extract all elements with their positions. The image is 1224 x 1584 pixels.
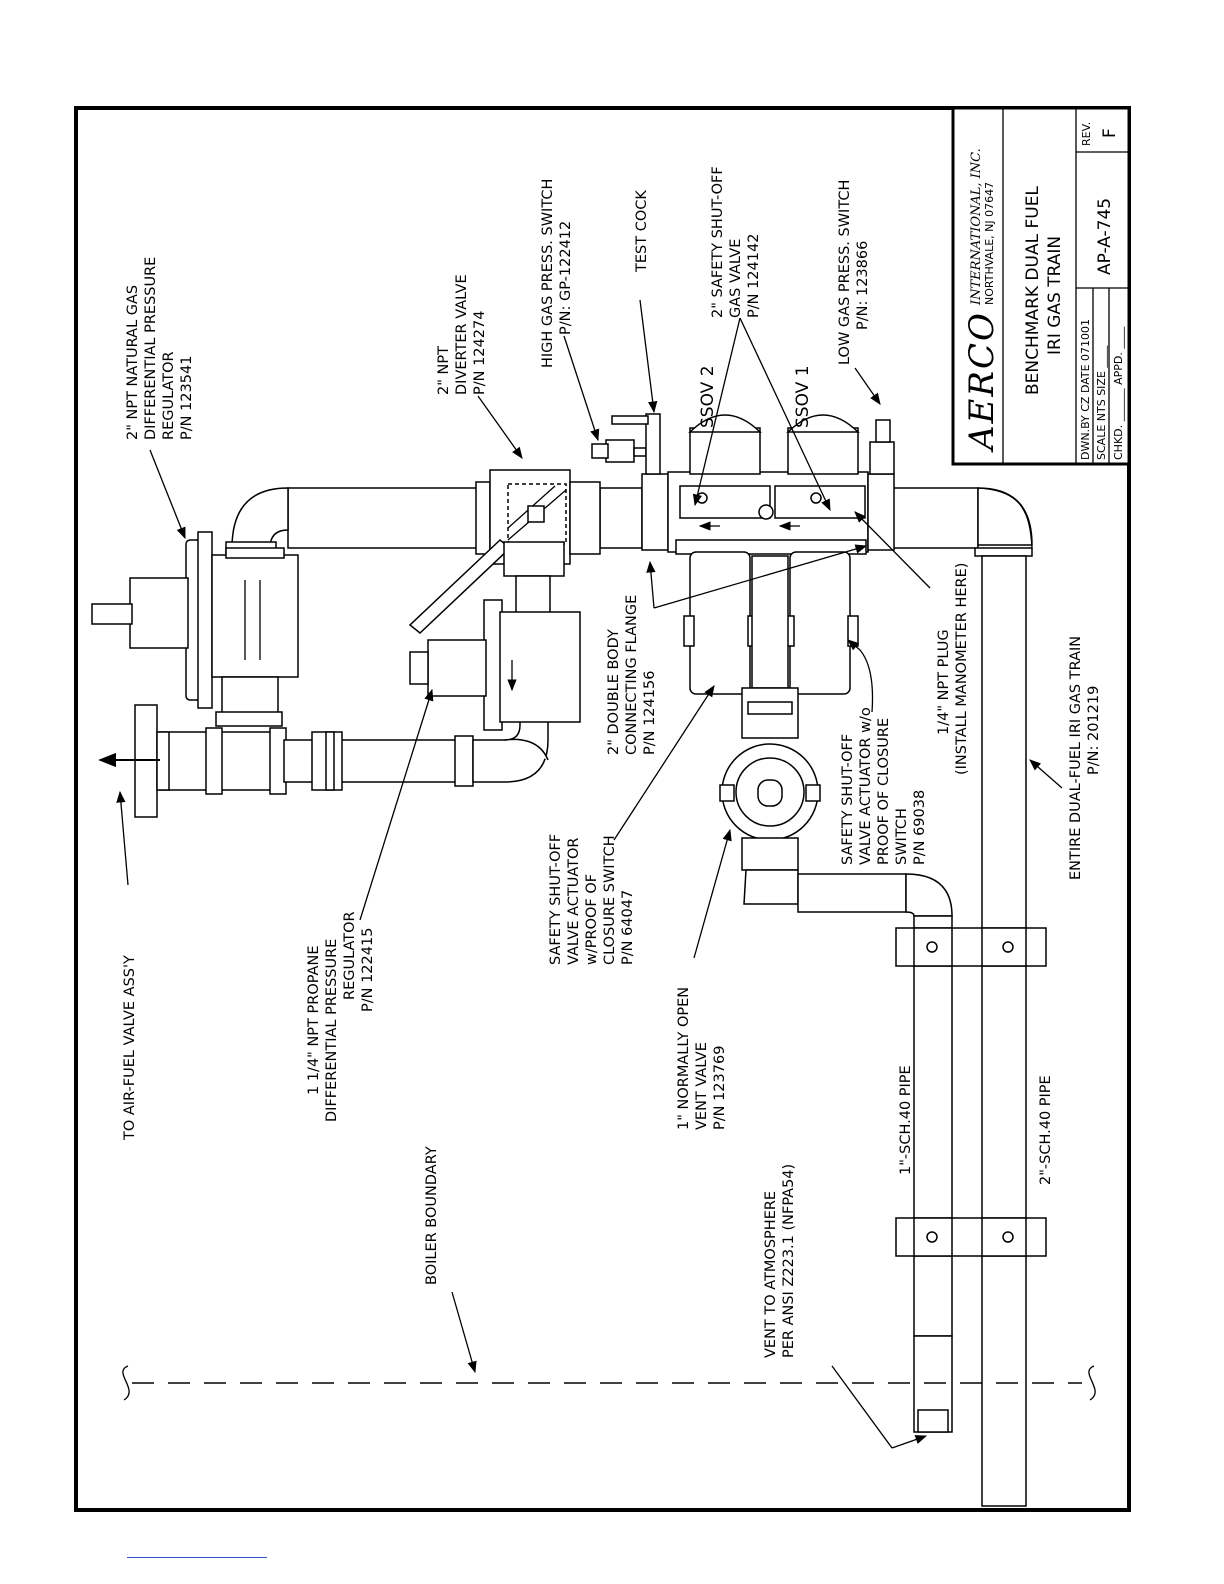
rev-value: F [1100,128,1120,138]
company-logo: AERCO [962,311,1002,453]
callout-npt-plug: 1/4" NPT PLUG (INSTALL MANOMETER HERE) [936,563,970,775]
low-gas-switch [869,419,895,475]
svg-text:2" DOUBLE BODY: 2" DOUBLE BODY [606,629,622,755]
svg-text:PROOF OF CLOSURE: PROOF OF CLOSURE [876,718,892,865]
propane-regulator [409,599,581,731]
callout-to-air-fuel: TO AIR-FUEL VALVE ASS'Y [122,955,138,1141]
svg-text:REGULATOR: REGULATOR [342,911,358,1000]
drawn-by: DWN.BY CZ DATE 071001 [1079,319,1092,460]
svg-text:REGULATOR: REGULATOR [161,351,177,440]
drawing-title-line1: BENCHMARK DUAL FUEL [1023,186,1043,395]
callout-vent-atmosphere: VENT TO ATMOSPHERE PER ANSI Z223.1 (NFPA… [763,1164,797,1358]
checked-approved: CHKD. ______ APPD. ____ [1112,326,1125,460]
svg-text:P/N 124142: P/N 124142 [746,234,762,318]
svg-text:VENT TO ATMOSPHERE: VENT TO ATMOSPHERE [763,1191,779,1358]
svg-text:VALVE ACTUATOR w/o: VALVE ACTUATOR w/o [858,707,874,865]
callout-diverter-valve: 2" NPT DIVERTER VALVE P/N 124274 [436,274,488,395]
scale-size: SCALE NTS SIZE ____ [1095,345,1108,460]
svg-text:DIFFERENTIAL PRESSURE: DIFFERENTIAL PRESSURE [324,939,340,1122]
rev-label: REV. [1080,122,1093,146]
callout-high-gas-switch: HIGH GAS PRESS. SWITCH P/N: GP-122412 [540,179,574,368]
svg-text:P/N 123541: P/N 123541 [179,356,195,440]
callout-propane-regulator: 1 1/4" NPT PROPANE DIFFERENTIAL PRESSURE… [306,911,376,1122]
company-subtitle: INTERNATIONAL, INC. [969,148,984,306]
svg-text:VALVE ACTUATOR: VALVE ACTUATOR [566,838,582,965]
svg-text:1" NORMALLY OPEN: 1" NORMALLY OPEN [676,987,692,1130]
svg-text:CLOSURE SWITCH: CLOSURE SWITCH [602,835,618,965]
break-mark-left [122,1365,130,1401]
svg-text:P/N: GP-122412: P/N: GP-122412 [558,221,574,335]
callout-vent-valve: 1" NORMALLY OPEN VENT VALVE P/N 123769 [676,987,728,1130]
test-cock [611,413,661,475]
svg-text:w/PROOF OF: w/PROOF OF [584,874,600,965]
svg-text:DIVERTER VALVE: DIVERTER VALVE [454,274,470,395]
label-boiler-boundary: BOILER BOUNDARY [424,1146,440,1285]
svg-text:1 1/4" NPT PROPANE: 1 1/4" NPT PROPANE [306,946,322,1095]
svg-text:SWITCH: SWITCH [894,808,910,865]
svg-text:CONNECTING FLANGE: CONNECTING FLANGE [624,595,640,755]
callout-test-cock: TEST COCK [634,190,650,273]
natural-gas-regulator [91,531,299,727]
break-mark-right [1088,1365,1096,1401]
svg-text:ENTIRE DUAL-FUEL IRI GAS TRAIN: ENTIRE DUAL-FUEL IRI GAS TRAIN [1068,636,1084,880]
svg-text:SAFETY SHUT-OFF: SAFETY SHUT-OFF [548,834,564,965]
company-location: NORTHVALE, NJ 07647 [983,182,996,305]
leader-lines [116,299,1063,1449]
label-pipe-1in: 1"-SCH.40 PIPE [898,1065,914,1175]
callout-connecting-flange: 2" DOUBLE BODY CONNECTING FLANGE P/N 124… [606,595,658,755]
svg-text:SAFETY SHUT-OFF: SAFETY SHUT-OFF [840,734,856,865]
high-gas-switch [591,439,647,463]
drawing-title-line2: IRI GAS TRAIN [1045,236,1065,355]
svg-text:P/N 123769: P/N 123769 [712,1046,728,1130]
title-block: AERCO INTERNATIONAL, INC. NORTHVALE, NJ … [951,106,1131,466]
outlet-pipe [98,704,287,818]
vent-valve [719,687,953,1433]
callout-entire-train: ENTIRE DUAL-FUEL IRI GAS TRAIN P/N: 2012… [1068,636,1102,880]
svg-text:1/4" NPT PLUG: 1/4" NPT PLUG [936,629,952,735]
pipe-supports [895,927,1047,1257]
svg-text:P/N 69038: P/N 69038 [912,790,928,865]
propane-branch-pipe [283,699,549,791]
label-ssov-2: SSOV 2 [698,365,718,428]
svg-text:P/N: 201219: P/N: 201219 [1086,686,1102,775]
svg-text:GAS VALVE: GAS VALVE [728,239,744,318]
svg-text:2" SAFETY SHUT-OFF: 2" SAFETY SHUT-OFF [710,166,726,318]
callout-natural-gas-regulator: 2" NPT NATURAL GAS DIFFERENTIAL PRESSURE… [125,257,195,440]
svg-text:P/N 124274: P/N 124274 [472,311,488,395]
callout-safety-gas-valve: 2" SAFETY SHUT-OFF GAS VALVE P/N 124142 [710,166,762,318]
diverter-valve [408,469,601,697]
page-link-underline [127,1557,267,1558]
label-pipe-2in: 2"-SCH.40 PIPE [1038,1075,1054,1185]
svg-text:(INSTALL MANOMETER HERE): (INSTALL MANOMETER HERE) [954,563,970,775]
svg-text:P/N 122415: P/N 122415 [360,928,376,1012]
svg-text:2" NPT: 2" NPT [436,346,452,395]
drawing-number: AP-A-745 [1095,198,1115,275]
svg-text:2" NPT NATURAL GAS: 2" NPT NATURAL GAS [125,285,141,440]
svg-text:LOW GAS PRESS. SWITCH: LOW GAS PRESS. SWITCH [837,180,853,365]
label-ssov-1: SSOV 1 [793,365,813,428]
callout-actuator-no-proof: SAFETY SHUT-OFF VALVE ACTUATOR w/o PROOF… [840,707,928,865]
svg-text:P/N 124156: P/N 124156 [642,671,658,755]
svg-text:PER ANSI Z223.1 (NFPA54): PER ANSI Z223.1 (NFPA54) [781,1164,797,1358]
svg-text:P/N 64047: P/N 64047 [620,890,636,965]
svg-text:VENT VALVE: VENT VALVE [694,1042,710,1130]
svg-text:HIGH GAS PRESS. SWITCH: HIGH GAS PRESS. SWITCH [540,179,556,368]
ssov-assembly [641,414,895,695]
callout-actuator-proof: SAFETY SHUT-OFF VALVE ACTUATOR w/PROOF O… [548,834,636,965]
svg-text:P/N: 123866: P/N: 123866 [855,241,871,330]
drawing-border [74,106,1131,1512]
main-gas-pipe [225,487,1033,1507]
callout-low-gas-switch: LOW GAS PRESS. SWITCH P/N: 123866 [837,180,871,365]
svg-text:DIFFERENTIAL PRESSURE: DIFFERENTIAL PRESSURE [143,257,159,440]
